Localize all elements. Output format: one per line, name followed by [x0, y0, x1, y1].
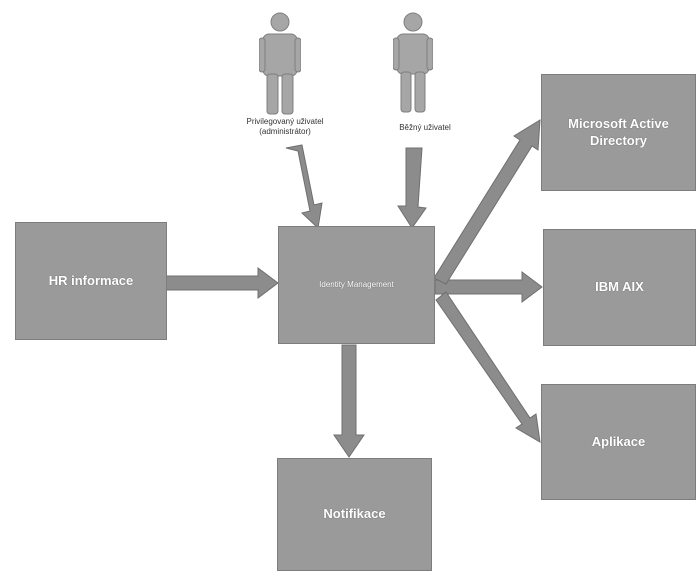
person-icon — [393, 12, 433, 113]
node-notifikace: Notifikace — [277, 458, 432, 571]
arrow-idm-to-aix — [434, 271, 543, 303]
node-hr-informace: HR informace — [15, 222, 167, 340]
person-icon — [259, 12, 301, 115]
node-notifikace-label: Notifikace — [323, 506, 386, 522]
arrow-idm-to-ad — [433, 119, 541, 285]
node-identity-management-label: Identity Management — [319, 280, 394, 289]
user-actor-label: Běžný uživatel — [370, 123, 480, 133]
node-hr-informace-label: HR informace — [48, 272, 134, 288]
arrow-idm-to-apps — [435, 291, 541, 443]
node-microsoft-active-directory-label: Microsoft Active Directory — [568, 116, 669, 148]
arrow-hr-to-idm — [165, 267, 279, 299]
arrow-user-to-idm — [397, 147, 427, 229]
user-actor-label-line1: Běžný uživatel — [399, 123, 451, 132]
admin-actor-label: Privilegovaný uživatel (administrátor) — [210, 117, 360, 138]
arrow-admin-to-idm — [285, 144, 323, 230]
admin-actor-label-line1: Privilegovaný uživatel — [246, 117, 324, 126]
node-identity-management: Identity Management — [278, 226, 435, 344]
node-microsoft-active-directory: Microsoft Active Directory — [541, 74, 696, 191]
node-aplikace: Aplikace — [541, 384, 696, 500]
arrow-idm-to-notif — [333, 344, 365, 458]
node-aplikace-label: Aplikace — [591, 433, 646, 449]
admin-actor-label-line2: (administrátor) — [259, 127, 311, 137]
node-ibm-aix-label: IBM AIX — [595, 279, 644, 295]
node-ibm-aix: IBM AIX — [543, 229, 696, 346]
